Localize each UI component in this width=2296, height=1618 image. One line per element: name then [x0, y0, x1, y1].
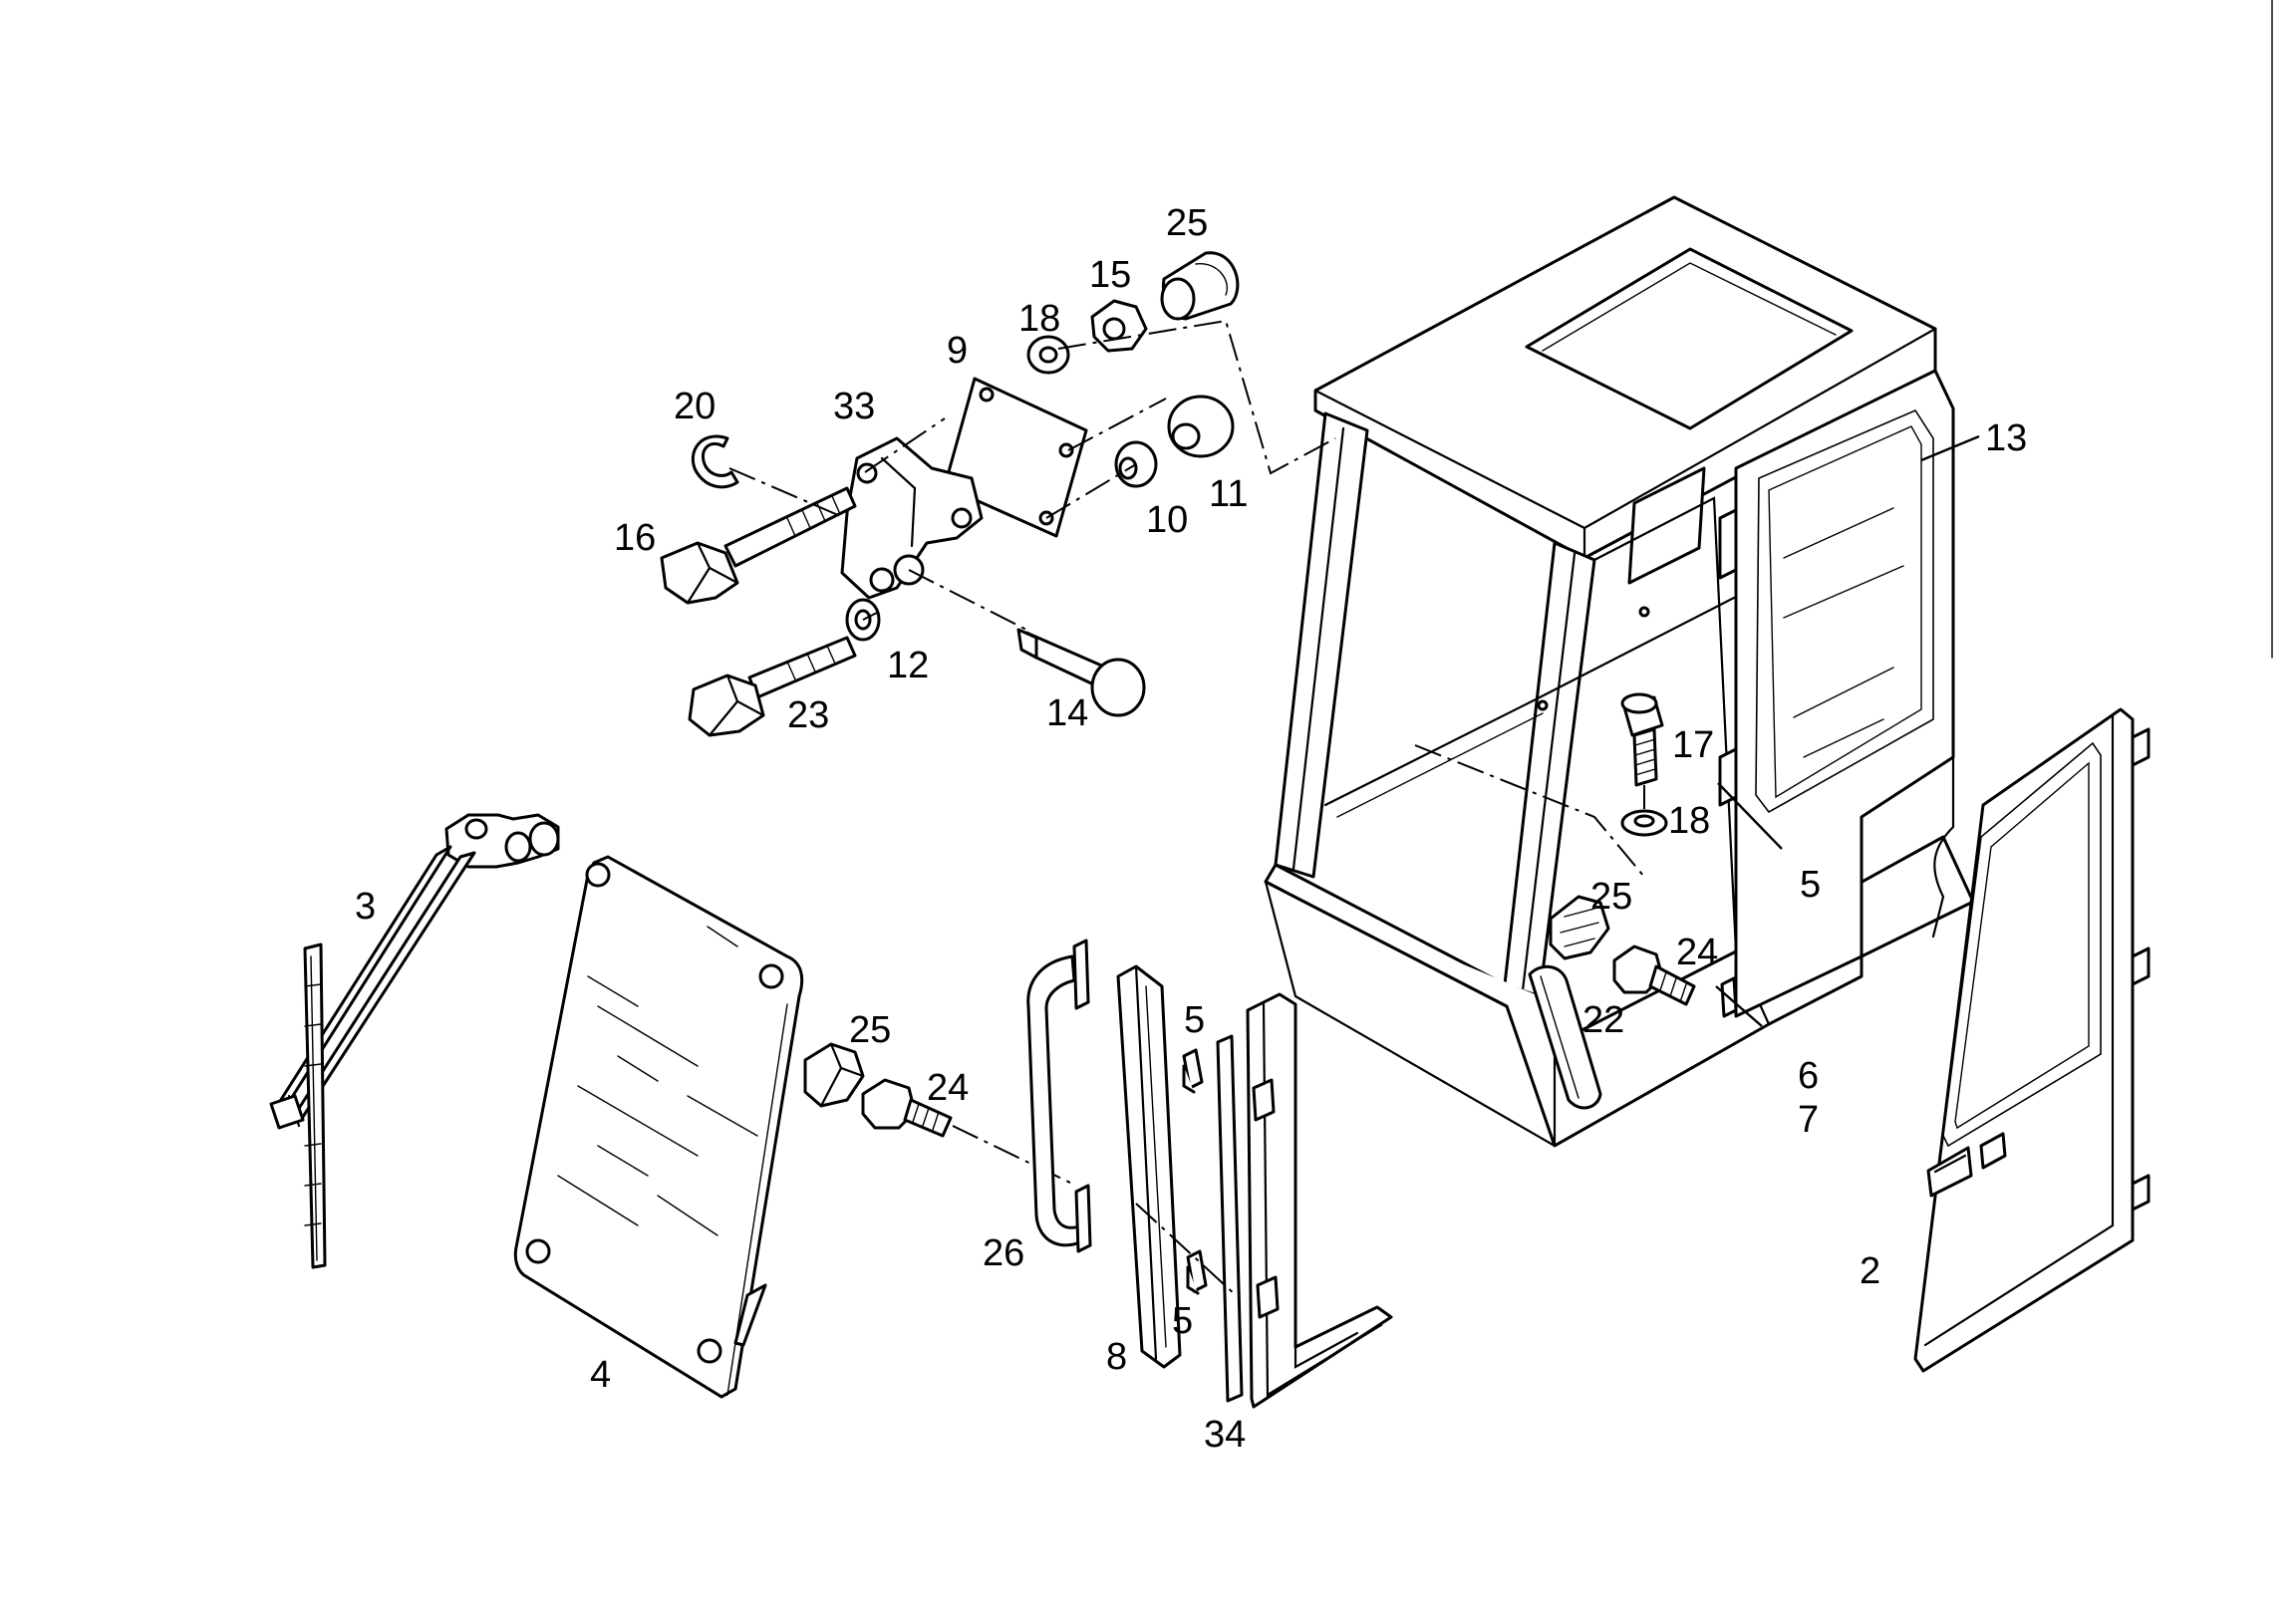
- callout-25: 25: [849, 1009, 891, 1051]
- callout-10: 10: [1146, 499, 1188, 541]
- part-callouts: 25 15 18 9 20 33 16 11 10 12 23 14 13 17…: [355, 202, 2027, 1456]
- callout-22: 22: [1582, 999, 1624, 1041]
- callout-34: 34: [1204, 1414, 1246, 1456]
- callout-24: 24: [927, 1067, 969, 1109]
- callout-26: 26: [983, 1232, 1024, 1274]
- callout-5: 5: [1184, 999, 1205, 1041]
- callout-33: 33: [833, 386, 875, 427]
- callout-4: 4: [590, 1354, 611, 1396]
- callout-25: 25: [1590, 876, 1632, 918]
- callout-8: 8: [1106, 1336, 1127, 1378]
- callout-15: 15: [1089, 254, 1131, 296]
- callout-5: 5: [1172, 1300, 1193, 1342]
- callout-23: 23: [787, 694, 829, 736]
- windscreen-glass: [513, 855, 804, 1399]
- left-fasteners: [803, 1042, 1077, 1187]
- callout-16: 16: [614, 517, 656, 559]
- wiper-assembly: [269, 813, 560, 1269]
- callout-3: 3: [355, 886, 376, 928]
- callout-11: 11: [1209, 473, 1248, 515]
- callout-9: 9: [947, 330, 968, 372]
- callout-7: 7: [1798, 1099, 1819, 1141]
- callout-25: 25: [1166, 202, 1208, 244]
- callout-18: 18: [1668, 800, 1710, 842]
- callout-13: 13: [1985, 417, 2027, 459]
- leader-lines: [1715, 434, 1980, 1027]
- callout-18: 18: [1018, 298, 1060, 340]
- callout-2: 2: [1860, 1250, 1880, 1292]
- callout-20: 20: [674, 386, 716, 427]
- callout-12: 12: [887, 645, 929, 686]
- callout-6: 6: [1798, 1055, 1819, 1097]
- cab-mount-assembly: [660, 251, 1336, 737]
- callout-24: 24: [1676, 932, 1718, 973]
- callout-14: 14: [1046, 692, 1088, 734]
- cab-fasteners: [1414, 692, 1696, 1110]
- cab-body: [1264, 195, 1975, 1148]
- callout-17: 17: [1672, 724, 1714, 766]
- handle-rail-seal: [1026, 939, 1393, 1409]
- callout-5: 5: [1800, 864, 1821, 906]
- cab-door: [1913, 707, 2151, 1373]
